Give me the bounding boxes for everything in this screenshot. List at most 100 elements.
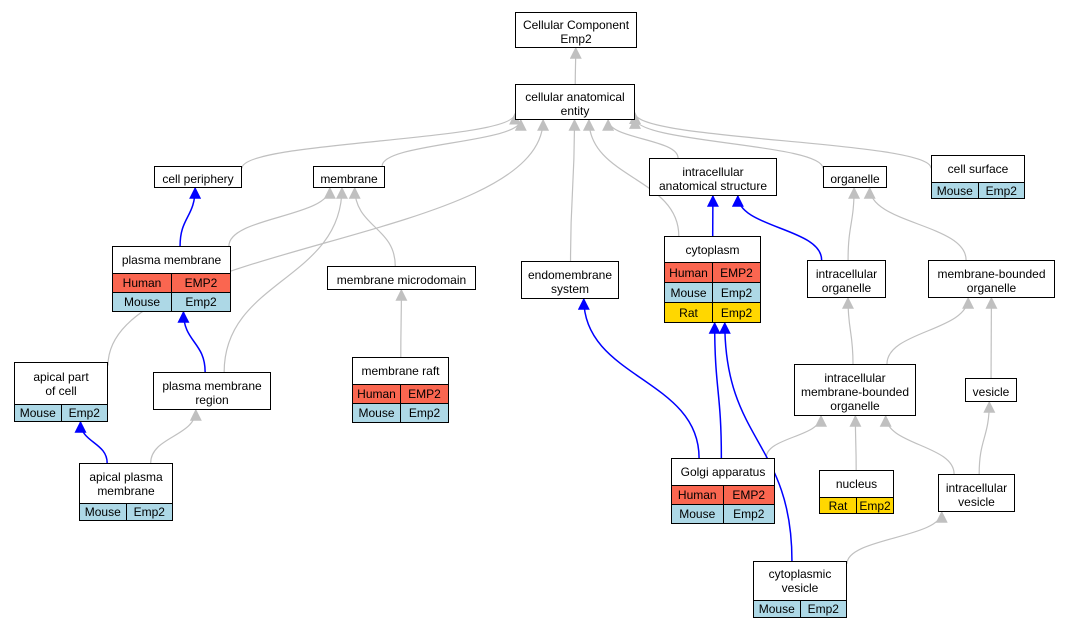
node-intracellular-anatomical-structure[interactable]: intracellular anatomical structure	[649, 158, 777, 196]
node-membrane-microdomain[interactable]: membrane microdomain	[327, 266, 476, 290]
node-membrane-bounded-organelle[interactable]: membrane-bounded organelle	[928, 260, 1055, 298]
node-label: intracellular membrane-bounded organelle	[800, 371, 910, 413]
species-cell: Human	[677, 488, 717, 502]
gene-cell: Emp2	[125, 504, 173, 520]
node-cytoplasm[interactable]: cytoplasm Human EMP2 Mouse Emp2 Rat Emp2	[664, 236, 761, 323]
gene-cell: EMP2	[171, 274, 230, 292]
edge-membrane-raft-to-membrane-microdomain	[395, 288, 408, 358]
node-nucleus[interactable]: nucleus Rat Emp2	[819, 470, 894, 514]
node-organelle[interactable]: organelle	[823, 166, 887, 188]
edge-intracellular-vesicle-to-intracellular-membrane-bounded-organelle	[879, 414, 955, 475]
node-label: cytoplasm	[685, 242, 740, 257]
node-membrane[interactable]: membrane	[313, 166, 385, 188]
species-cell: Human	[357, 387, 396, 401]
node-plasma-membrane[interactable]: plasma membrane Human EMP2 Mouse Emp2	[112, 246, 231, 312]
species-cell: Mouse	[19, 406, 56, 420]
edge-plasma-membrane-to-cell-periphery	[179, 186, 202, 247]
edge-plasma-membrane-region-to-plasma-membrane	[177, 310, 206, 373]
species-row-rat: Rat Emp2	[665, 302, 760, 322]
node-label: membrane	[320, 172, 378, 186]
edge-endomembrane-system-to-cellular-anatomical-entity	[568, 118, 581, 262]
edge-organelle-to-cellular-anatomical-entity	[629, 116, 824, 169]
edge-intracellular-membrane-bounded-organelle-to-intracellular-organelle	[841, 296, 854, 365]
node-cellular-component[interactable]: Cellular Component Emp2	[515, 12, 637, 48]
node-label: intracellular anatomical structure	[658, 165, 768, 193]
species-row-human: Human EMP2	[353, 384, 448, 403]
edge-apical-part-of-cell-to-cellular-anatomical-entity	[107, 118, 550, 366]
edge-golgi-apparatus-to-cytoplasm	[708, 321, 723, 459]
species-row-human: Human EMP2	[672, 485, 774, 504]
species-row-mouse: Mouse Emp2	[672, 504, 774, 523]
node-apical-part-of-cell[interactable]: apical part of cell Mouse Emp2	[14, 362, 108, 422]
edge-membrane-bounded-organelle-to-organelle	[863, 186, 967, 261]
node-label: membrane microdomain	[336, 273, 467, 287]
species-cell: Rat	[679, 305, 698, 320]
species-row-human: Human EMP2	[665, 262, 760, 282]
edge-intracellular-anatomical-structure-to-cellular-anatomical-entity	[602, 118, 679, 159]
edge-cytoplasm-to-cellular-anatomical-entity	[582, 118, 680, 237]
node-plasma-membrane-region[interactable]: plasma membrane region	[153, 372, 271, 410]
node-intracellular-membrane-bounded-organelle[interactable]: intracellular membrane-bounded organelle	[794, 364, 916, 416]
gene-cell: EMP2	[712, 263, 760, 282]
species-cell: Mouse	[758, 602, 795, 616]
species-row-mouse: Mouse Emp2	[15, 404, 107, 421]
edge-apical-plasma-membrane-to-plasma-membrane-region	[150, 408, 202, 464]
edge-intracellular-organelle-to-organelle	[847, 186, 861, 261]
node-membrane-raft[interactable]: membrane raft Human EMP2 Mouse Emp2	[352, 357, 449, 423]
node-label: vesicle	[972, 385, 1010, 399]
node-label: cell surface	[947, 162, 1009, 176]
node-apical-plasma-membrane[interactable]: apical plasma membrane Mouse Emp2	[79, 463, 173, 521]
edge-intracellular-membrane-bounded-organelle-to-membrane-bounded-organelle	[886, 296, 975, 365]
edge-cell-periphery-to-cellular-anatomical-entity	[241, 112, 521, 169]
node-cytoplasmic-vesicle[interactable]: cytoplasmic vesicle Mouse Emp2	[753, 561, 847, 618]
species-row-mouse: Mouse Emp2	[932, 182, 1024, 198]
species-row-mouse: Mouse Emp2	[665, 282, 760, 302]
edge-golgi-apparatus-to-intracellular-membrane-bounded-organelle	[765, 414, 827, 459]
node-cellular-anatomical-entity[interactable]: cellular anatomical entity	[515, 84, 635, 120]
edge-intracellular-vesicle-to-vesicle	[978, 400, 996, 475]
gene-cell: Emp2	[722, 505, 775, 523]
species-cell: Mouse	[936, 183, 973, 198]
node-label: nucleus	[835, 477, 878, 491]
edge-membrane-microdomain-to-membrane	[348, 186, 396, 267]
node-intracellular-organelle[interactable]: intracellular organelle	[807, 260, 886, 298]
node-intracellular-vesicle[interactable]: intracellular vesicle	[938, 474, 1015, 512]
node-cell-periphery[interactable]: cell periphery	[154, 166, 242, 188]
node-vesicle[interactable]: vesicle	[965, 378, 1017, 402]
species-row-mouse: Mouse Emp2	[353, 403, 448, 422]
node-label: Cellular Component Emp2	[522, 18, 630, 46]
node-label: intracellular vesicle	[945, 481, 1008, 509]
node-golgi-apparatus[interactable]: Golgi apparatus Human EMP2 Mouse Emp2	[671, 458, 775, 524]
species-cell: Mouse	[670, 285, 707, 300]
node-label: cellular anatomical entity	[525, 90, 625, 118]
gene-cell: Emp2	[799, 601, 847, 617]
gene-cell: Emp2	[977, 183, 1025, 198]
node-label: organelle	[830, 172, 880, 186]
species-cell: Human	[122, 276, 162, 290]
node-label: endomembrane system	[527, 268, 613, 296]
gene-cell: Emp2	[171, 293, 230, 311]
node-cell-surface[interactable]: cell surface Mouse Emp2	[931, 155, 1025, 199]
node-label: membrane-bounded organelle	[937, 267, 1046, 295]
node-label: cell periphery	[162, 172, 234, 186]
species-cell: Mouse	[679, 507, 716, 521]
gene-cell: Emp2	[712, 283, 760, 302]
species-row-mouse: Mouse Emp2	[754, 600, 846, 617]
edge-apical-plasma-membrane-to-apical-part-of-cell	[74, 420, 108, 464]
node-label: plasma membrane region	[162, 379, 262, 407]
gene-cell: Emp2	[856, 498, 893, 513]
node-endomembrane-system[interactable]: endomembrane system	[521, 261, 619, 299]
edge-cellular-anatomical-entity-to-cellular-component	[569, 46, 582, 85]
species-cell: Mouse	[84, 505, 121, 519]
species-row-mouse: Mouse Emp2	[113, 292, 230, 311]
species-cell: Human	[669, 265, 708, 280]
species-cell: Mouse	[123, 295, 161, 309]
edge-intracellular-organelle-to-intracellular-anatomical-structure	[731, 194, 823, 261]
edge-plasma-membrane-to-membrane	[228, 186, 336, 247]
species-row-rat: Rat Emp2	[820, 497, 893, 513]
gene-cell: Emp2	[712, 303, 760, 322]
edge-cytoplasmic-vesicle-to-cytoplasm	[718, 321, 793, 562]
edge-nucleus-to-intracellular-membrane-bounded-organelle	[849, 414, 862, 471]
species-cell: Mouse	[358, 406, 395, 420]
